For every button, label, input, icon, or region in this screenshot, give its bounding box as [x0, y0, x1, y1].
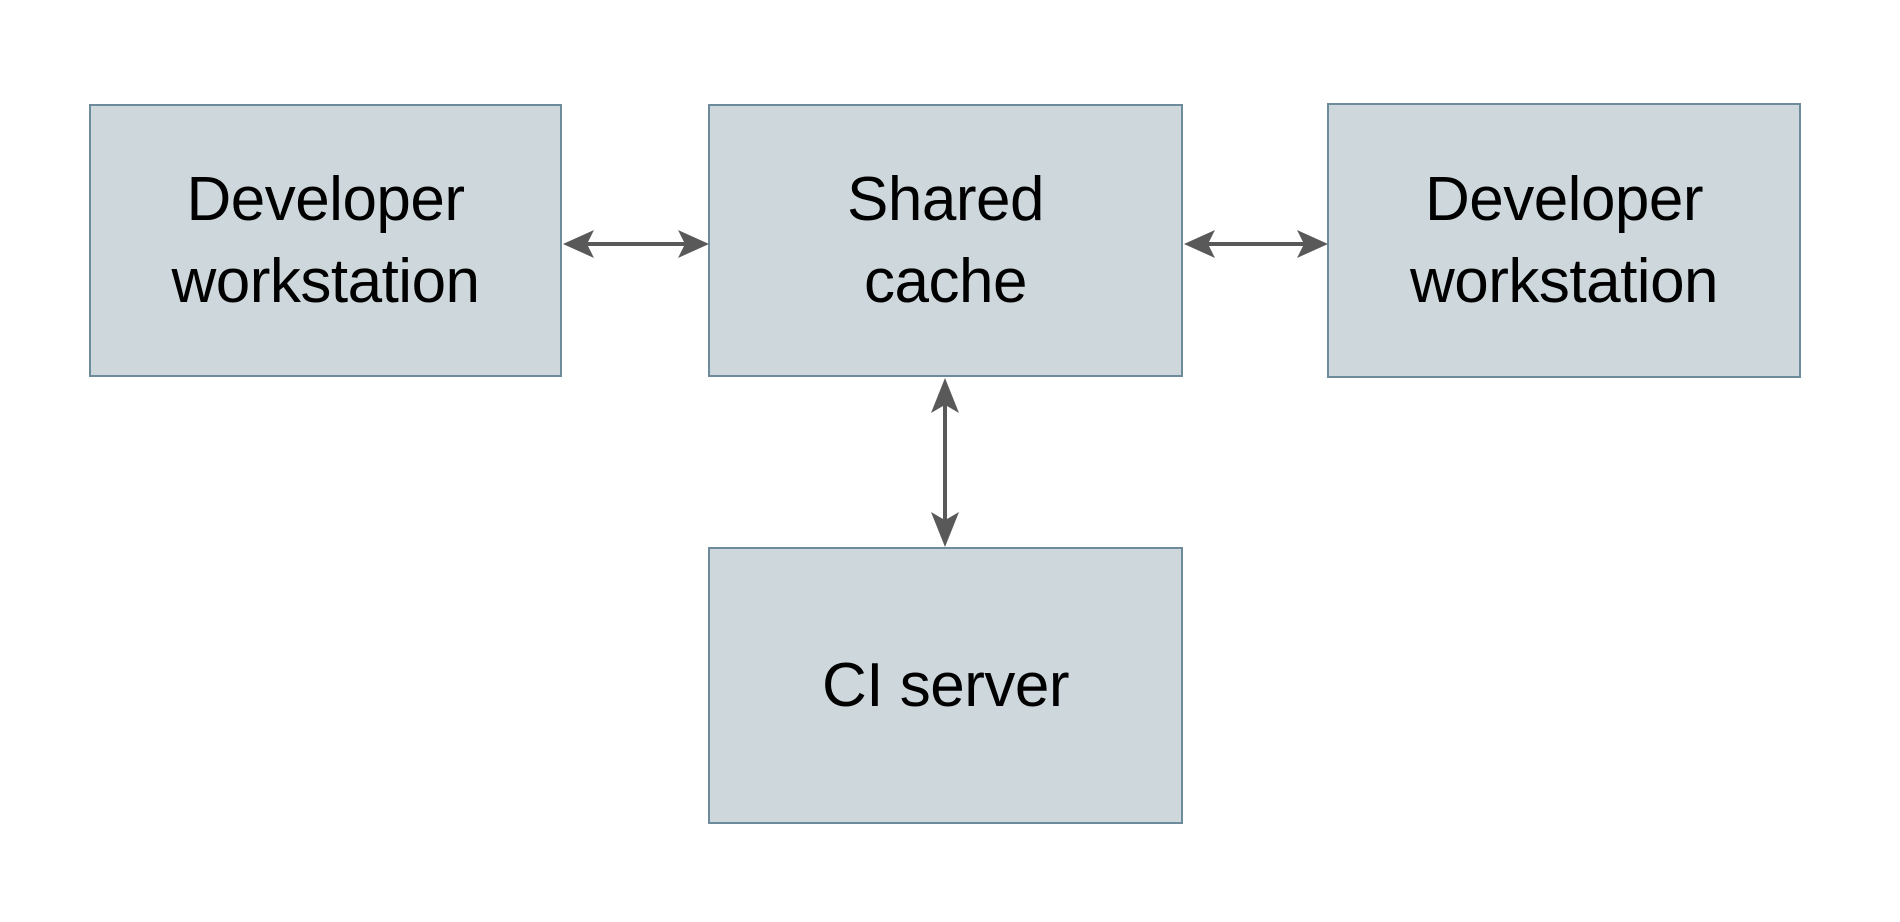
node-ci-server[interactable]: CI server: [708, 547, 1183, 824]
node-shared-cache[interactable]: Shared cache: [708, 104, 1183, 377]
double-arrow-icon: [1184, 230, 1328, 258]
edge-developer-left-to-shared-cache: [563, 230, 709, 258]
node-developer-workstation-right[interactable]: Developer workstation: [1327, 103, 1801, 378]
node-label: CI server: [822, 650, 1069, 720]
double-arrow-icon: [563, 230, 709, 258]
node-label: Developer workstation: [171, 164, 480, 316]
edge-shared-cache-to-ci-server: [931, 378, 959, 547]
edge-shared-cache-to-developer-right: [1184, 230, 1328, 258]
double-arrow-icon: [931, 378, 959, 547]
node-label: Developer workstation: [1409, 164, 1719, 316]
node-developer-workstation-left[interactable]: Developer workstation: [89, 104, 562, 377]
node-label: Shared cache: [847, 164, 1044, 316]
